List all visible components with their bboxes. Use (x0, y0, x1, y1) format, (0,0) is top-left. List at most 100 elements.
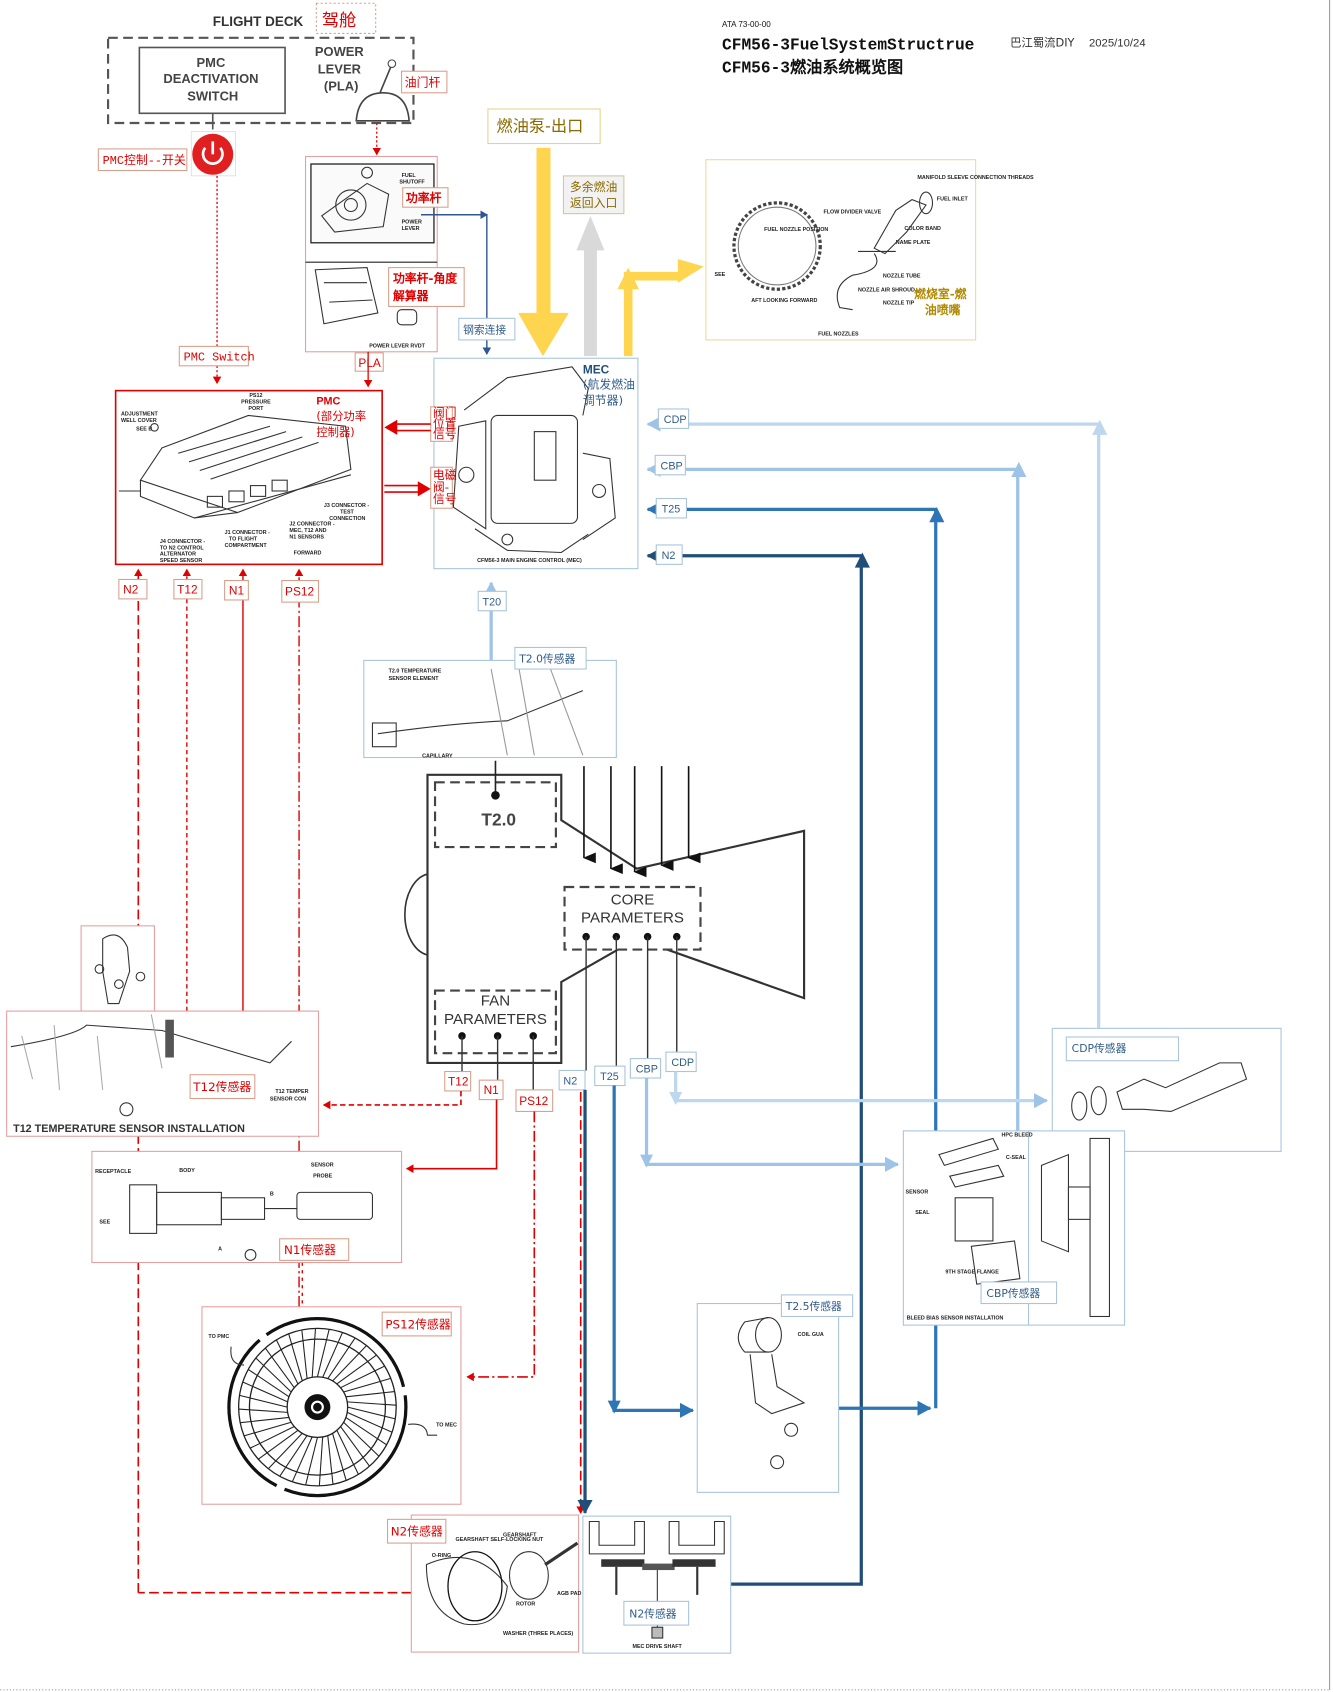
svg-text:燃烧室-燃油喷嘴: 燃烧室-燃油喷嘴 (913, 287, 968, 317)
fan-spoke (305, 1437, 318, 1486)
title-en: CFM56-3FuelSystemStructrue (722, 37, 974, 55)
svg-text:FUEL NOZZLES: FUEL NOZZLES (818, 332, 859, 338)
engine-out-ps12: PS12 (519, 1094, 548, 1108)
svg-text:NOZZLE TUBE: NOZZLE TUBE (883, 273, 921, 279)
fan-spoke (249, 1426, 295, 1449)
fan-spoke (242, 1381, 288, 1403)
svg-text:MEC DRIVE SHAFT: MEC DRIVE SHAFT (633, 1644, 683, 1650)
throttle-label: 油门杆 (405, 75, 441, 89)
pmc-input-n1: N1 (229, 584, 245, 598)
fan-spoke (264, 1347, 295, 1389)
mec-input-cbp: CBP (661, 460, 683, 472)
svg-text:CAPILLARY: CAPILLARY (422, 754, 453, 760)
n2-mec-signal-line (646, 548, 863, 1586)
fuel-pump-outlet-label: 燃油泵-出口 (497, 117, 584, 136)
svg-text:FUEL INLET: FUEL INLET (937, 197, 969, 203)
pmc-input-t12: T12 (177, 582, 197, 596)
fan-spoke (311, 1328, 317, 1378)
engine-out-cbp: CBP (636, 1064, 658, 1076)
svg-text:POWER LEVER RVDT: POWER LEVER RVDT (369, 343, 425, 349)
cbp-signal-line (646, 461, 1020, 1131)
fan-spoke (347, 1401, 397, 1406)
throttle-lever-icon[interactable] (355, 59, 411, 122)
power-lever-label: 功率杆 (406, 191, 442, 205)
svg-text:(部分功率控制器): (部分功率控制器) (316, 409, 366, 439)
svg-text:PMC DEACTIVATION SWITC: PMC DEACTIVATION SWITCH (163, 55, 262, 103)
n2-mec-drive-illustration: MEC DRIVE SHAFT (582, 1515, 732, 1654)
svg-text:GEARSHAFT SELF-LOCKING NUTGEAR: GEARSHAFT SELF-LOCKING NUTGEARSHAFTO-RIN… (432, 1533, 582, 1637)
flight-deck: FLIGHT DECK 驾舱 PMC DEACTIVATION SWITCH P… (97, 2, 448, 177)
pmc-input-n2: N2 (123, 582, 138, 596)
fan-spoke (255, 1357, 292, 1393)
svg-text:T2.0: T2.0 (481, 809, 516, 829)
fan-spoke (343, 1421, 380, 1457)
power-button-icon[interactable] (190, 131, 236, 177)
fan-spoke (247, 1368, 290, 1398)
t25-sensor-label: T2.5传感器 (785, 1300, 842, 1313)
svg-text:多余燃油返回入口: 多余燃油返回入口 (570, 180, 617, 210)
svg-text:NOZZLE AIR SHROUD: NOZZLE AIR SHROUD (858, 287, 915, 293)
mec-input-t25: T25 (662, 504, 681, 516)
pla-label: PLA (358, 356, 381, 370)
fan-spoke (279, 1435, 308, 1477)
engine-out-n2: N2 (563, 1075, 577, 1087)
n2-sensor-label: N2传感器 (391, 1525, 443, 1539)
valve-position-signal-arrow (384, 419, 431, 435)
svg-text:FUEL NOZZLE POSITION: FUEL NOZZLE POSITION (764, 227, 828, 233)
ps12-sensor-label: PS12传感器 (385, 1317, 450, 1331)
t12-sensor-label: T12传感器 (192, 1080, 251, 1094)
fan-spoke (322, 1332, 344, 1378)
header: ATA 73-00-00 CFM56-3FuelSystemStructrue … (722, 20, 1146, 77)
engine-out-n1: N1 (484, 1083, 500, 1097)
fan-spoke (332, 1433, 347, 1481)
ps12-sensor-illustration: TO PMC TO MEC (201, 1306, 462, 1505)
svg-text:COIL GUA: COIL GUA (798, 1332, 824, 1338)
flight-deck-cn: 驾舱 (322, 11, 357, 31)
cdp-sensor-label: CDP传感器 (1072, 1042, 1127, 1055)
svg-text:POWER LEVER (PLA): POWER LEVER (PLA) (315, 44, 368, 94)
svg-text:SEE B: SEE B (136, 427, 152, 433)
svg-text:MEC: MEC (583, 362, 610, 376)
fan-spoke (239, 1394, 288, 1408)
solenoid-signal-arrow (384, 481, 431, 497)
svg-text:MANIFOLD SLEEVE CONNECTION THR: MANIFOLD SLEEVE CONNECTION THREADS (917, 175, 1034, 181)
engine-out-t25: T25 (600, 1071, 619, 1083)
mec-input-cdp: CDP (664, 414, 687, 426)
svg-text:PMC: PMC (316, 396, 340, 408)
svg-text:FORWARD: FORWARD (294, 551, 322, 557)
svg-text:BLEED BIAS SENSOR INSTALLATION: BLEED BIAS SENSOR INSTALLATION (907, 1316, 1004, 1322)
fan-spoke (345, 1391, 395, 1398)
fan-spoke (288, 1333, 303, 1382)
svg-text:TO MEC: TO MEC (436, 1423, 457, 1429)
fan-spoke (240, 1416, 290, 1424)
fan-spoke (301, 1329, 308, 1379)
pmc-switch-label: PMC控制--开关 (103, 153, 186, 168)
title-cn: CFM56-3燃油系统概览图 (722, 57, 903, 77)
t25-sensor-illustration: COIL GUA (696, 1302, 840, 1493)
svg-text:T12 TEMPERATURE SENSOR INSTALL: T12 TEMPERATURE SENSOR INSTALLATION (13, 1123, 245, 1135)
fuel-return-arrow (576, 215, 605, 357)
fan-spoke (340, 1426, 370, 1467)
fan-spoke (291, 1436, 313, 1483)
mec-unit: MEC (航发燃油调节器) CFM56-3 MAIN ENGINE CONTRO… (433, 357, 639, 570)
svg-text:TO PMC: TO PMC (208, 1334, 229, 1340)
n2-mec-sensor-label: N2传感器 (629, 1608, 676, 1621)
fan-spoke (275, 1339, 299, 1385)
engine-out-t12: T12 (448, 1075, 468, 1089)
svg-text:FLOW DIVIDER VALVE: FLOW DIVIDER VALVE (824, 210, 882, 216)
cable-link-label: 钢索连接 (463, 323, 506, 336)
